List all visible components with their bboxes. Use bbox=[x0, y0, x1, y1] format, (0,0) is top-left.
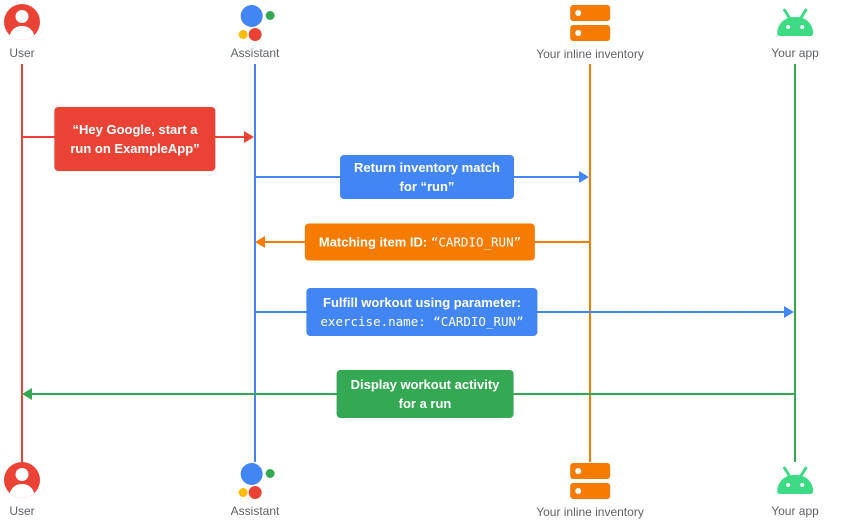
message-text: Display workout activity bbox=[350, 377, 500, 392]
actor-app-bottom: Your app bbox=[771, 461, 819, 518]
inventory-icon bbox=[570, 5, 610, 41]
assistant-icon bbox=[234, 3, 276, 41]
arrow-user-to-assistant-head-icon bbox=[244, 131, 254, 143]
actor-label-assistant: Assistant bbox=[230, 46, 280, 60]
message-text: for “run” bbox=[399, 179, 455, 194]
actor-assistant-bottom: Assistant bbox=[230, 461, 280, 518]
actor-label-inventory: Your inline inventory bbox=[536, 47, 644, 61]
message-text: “Hey Google, start a bbox=[72, 122, 198, 137]
lifeline-app bbox=[794, 64, 796, 462]
message-text: run on ExampleApp” bbox=[70, 141, 200, 156]
arrow-assistant-to-app-head-icon bbox=[784, 306, 794, 318]
message-text: Return inventory match bbox=[354, 160, 500, 175]
message-text: Fulfill workout using parameter: bbox=[323, 295, 521, 310]
message-fulfill-workout: Fulfill workout using parameter: exercis… bbox=[306, 288, 538, 336]
message-user-utterance: “Hey Google, start a run on ExampleApp” bbox=[54, 107, 216, 171]
inventory-icon bbox=[570, 463, 610, 499]
actor-user-bottom: User bbox=[4, 461, 40, 518]
actor-label-assistant: Assistant bbox=[230, 504, 280, 518]
arrow-app-to-user-head-icon bbox=[22, 388, 32, 400]
user-icon bbox=[4, 462, 40, 498]
assistant-icon bbox=[234, 461, 276, 499]
actor-label-app: Your app bbox=[771, 504, 819, 518]
message-matching-item-id: Matching item ID: “CARDIO_RUN” bbox=[304, 223, 536, 261]
android-icon bbox=[775, 4, 815, 40]
actor-label-user: User bbox=[9, 504, 35, 518]
user-icon bbox=[4, 4, 40, 40]
actor-label-inventory: Your inline inventory bbox=[536, 505, 644, 519]
message-text: Matching item ID: bbox=[318, 234, 428, 250]
lifeline-assistant bbox=[254, 64, 256, 462]
message-code-text: exercise.name: “CARDIO_RUN” bbox=[320, 314, 524, 329]
actor-assistant-top: Assistant bbox=[230, 3, 280, 60]
actor-inventory-bottom: Your inline inventory bbox=[536, 462, 644, 519]
actor-inventory-top: Your inline inventory bbox=[536, 4, 644, 61]
actor-app-top: Your app bbox=[771, 3, 819, 60]
message-code-text: “CARDIO_RUN” bbox=[430, 234, 522, 250]
message-display-workout: Display workout activity for a run bbox=[336, 370, 514, 418]
actor-user-top: User bbox=[4, 3, 40, 60]
arrow-assistant-to-inventory-head-icon bbox=[579, 171, 589, 183]
actor-label-app: Your app bbox=[771, 46, 819, 60]
lifeline-user bbox=[21, 64, 23, 462]
message-text: for a run bbox=[398, 396, 452, 411]
lifeline-inventory bbox=[589, 64, 591, 462]
arrow-inventory-to-assistant-head-icon bbox=[255, 236, 265, 248]
android-icon bbox=[775, 462, 815, 498]
message-return-inventory-match: Return inventory match for “run” bbox=[340, 155, 514, 199]
actor-label-user: User bbox=[9, 46, 35, 60]
